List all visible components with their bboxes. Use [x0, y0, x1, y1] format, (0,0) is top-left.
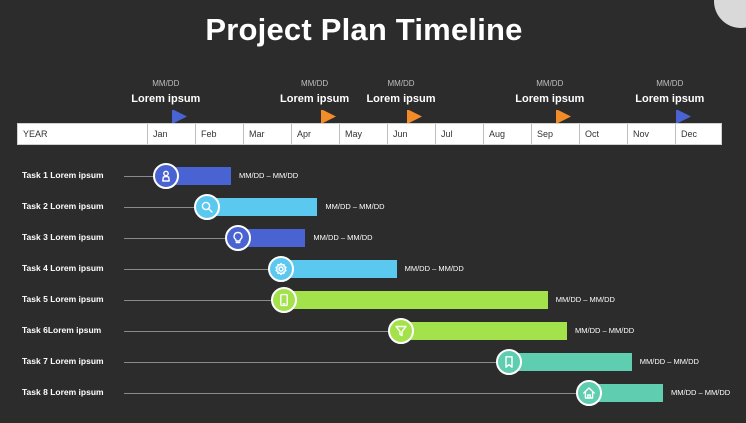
task-bar[interactable] — [588, 384, 663, 402]
month-jun: Jun — [387, 124, 435, 144]
task-date-range: MM/DD – MM/DD — [404, 264, 464, 273]
lightbulb-icon — [225, 225, 252, 251]
task-label: Task 5 Lorem ipsum — [22, 294, 104, 304]
month-feb: Feb — [195, 124, 243, 144]
task-leader-line — [124, 362, 510, 363]
task-date-range: MM/DD – MM/DD — [325, 202, 385, 211]
task-bar[interactable] — [401, 322, 567, 340]
month-aug: Aug — [483, 124, 531, 144]
month-oct: Oct — [579, 124, 627, 144]
task-bar[interactable] — [281, 260, 397, 278]
user-icon — [153, 163, 180, 189]
task-bar[interactable] — [166, 167, 231, 185]
task-date-range: MM/DD – MM/DD — [313, 233, 373, 242]
milestone-label: Lorem ipsum — [635, 93, 705, 105]
task-date-range: MM/DD – MM/DD — [639, 357, 699, 366]
task-label: Task 6Lorem ipsum — [22, 325, 102, 335]
month-sep: Sep — [531, 124, 579, 144]
task-bar[interactable] — [509, 353, 632, 371]
task-leader-line — [124, 238, 239, 239]
task-label: Task 4 Lorem ipsum — [22, 263, 104, 273]
milestone-flag-icon — [407, 110, 422, 124]
task-leader-line — [124, 300, 284, 301]
task-label: Task 8 Lorem ipsum — [22, 387, 104, 397]
month-mar: Mar — [243, 124, 291, 144]
milestone-date: MM/DD — [387, 79, 415, 88]
milestone-date: MM/DD — [536, 79, 564, 88]
month-jan: Jan — [147, 124, 195, 144]
month-apr: Apr — [291, 124, 339, 144]
task-leader-line — [124, 393, 589, 394]
task-bar[interactable] — [238, 229, 306, 247]
task-leader-line — [124, 269, 282, 270]
task-date-range: MM/DD – MM/DD — [671, 388, 731, 397]
milestone-date: MM/DD — [152, 79, 180, 88]
task-date-range: MM/DD – MM/DD — [555, 295, 615, 304]
milestone-label: Lorem ipsum — [131, 93, 201, 105]
task-bar[interactable] — [207, 198, 318, 216]
milestone-date: MM/DD — [301, 79, 329, 88]
milestone-label: Lorem ipsum — [515, 93, 585, 105]
month-jul: Jul — [435, 124, 483, 144]
task-bar[interactable] — [283, 291, 548, 309]
task-date-range: MM/DD – MM/DD — [239, 171, 299, 180]
page-title: Project Plan Timeline — [205, 12, 523, 47]
task-label: Task 2 Lorem ipsum — [22, 201, 104, 211]
bookmark-icon — [496, 349, 523, 375]
search-icon — [194, 194, 220, 220]
home-icon — [575, 380, 602, 406]
milestone-flag-icon — [320, 110, 336, 124]
task-leader-line — [124, 207, 207, 208]
milestone-flag-icon — [675, 110, 691, 124]
task-label: Task 7 Lorem ipsum — [22, 356, 104, 366]
month-nov: Nov — [627, 124, 675, 144]
tablet-icon — [270, 287, 297, 313]
task-leader-line — [124, 176, 167, 177]
milestone-flag-icon — [555, 110, 571, 124]
milestone-date: MM/DD — [656, 79, 684, 88]
year-label: YEAR — [23, 129, 48, 139]
filter-icon — [388, 318, 415, 344]
milestone-label: Lorem ipsum — [366, 93, 436, 105]
milestone-flag-icon — [171, 110, 187, 124]
task-label: Task 3 Lorem ipsum — [22, 232, 104, 242]
task-date-range: MM/DD – MM/DD — [575, 326, 635, 335]
task-label: Task 1 Lorem ipsum — [22, 170, 104, 180]
month-dec: Dec — [675, 124, 723, 144]
gear-icon — [268, 256, 295, 282]
month-may: May — [339, 124, 387, 144]
task-leader-line — [124, 331, 402, 332]
milestone-label: Lorem ipsum — [280, 93, 350, 105]
